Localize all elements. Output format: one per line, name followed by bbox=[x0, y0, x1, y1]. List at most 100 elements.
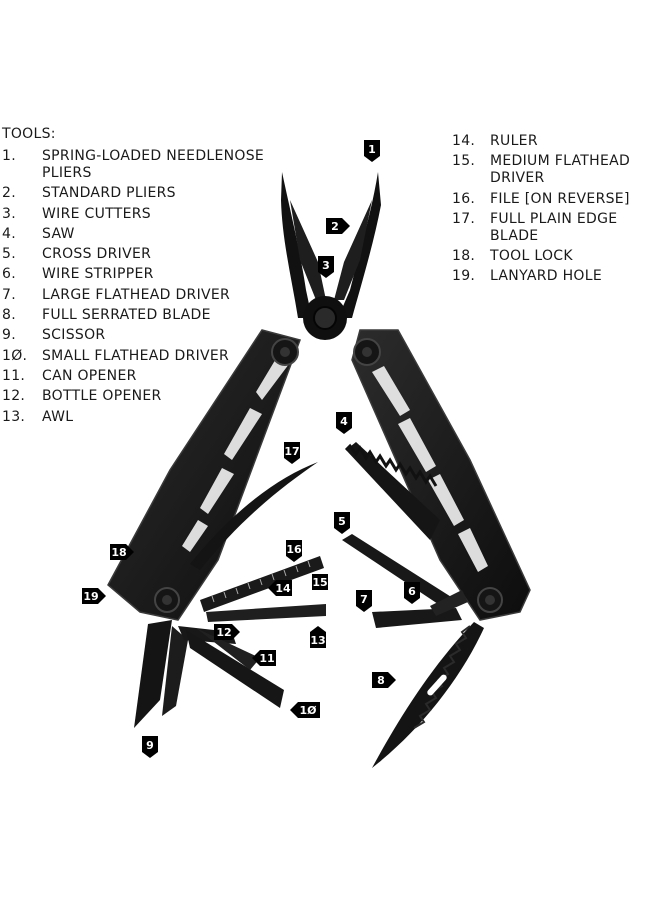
tool-item: 13.AWL bbox=[2, 409, 272, 426]
callout-label: 18 bbox=[111, 546, 126, 559]
callout-label: 1Ø bbox=[299, 704, 317, 717]
tool-number: 16. bbox=[452, 190, 476, 207]
callout-label: 9 bbox=[146, 739, 154, 752]
tool-number: 6. bbox=[2, 266, 16, 283]
tool-number: 15. bbox=[452, 153, 476, 170]
tool-number: 4. bbox=[2, 225, 16, 242]
tool-item: 16. FILE [ON REVERSE] bbox=[452, 191, 660, 208]
tool-number: 1. bbox=[2, 148, 16, 164]
tool-name: FULL PLAIN EDGE BLADE bbox=[490, 210, 618, 244]
callout-label: 7 bbox=[360, 593, 368, 606]
needlenose-pliers bbox=[281, 172, 381, 340]
tool-name: MEDIUM FLATHEAD DRIVER bbox=[490, 153, 631, 187]
tool-name: LARGE FLATHEAD DRIVER bbox=[42, 286, 231, 303]
tool-number: 5. bbox=[2, 246, 16, 263]
tool-number: 14. bbox=[452, 133, 476, 149]
tool-name: FULL SERRATED BLADE bbox=[42, 307, 211, 324]
callout-marker-16: 16 bbox=[286, 540, 302, 562]
callout-marker-17: 17 bbox=[284, 442, 300, 464]
callout-label: 2 bbox=[331, 220, 339, 233]
callout-marker-15: 15 bbox=[312, 574, 328, 590]
callout-marker-2: 2 bbox=[326, 218, 350, 234]
callout-label: 4 bbox=[340, 415, 348, 428]
callout-marker-10: 1Ø bbox=[290, 702, 320, 718]
saw-blade bbox=[344, 442, 440, 540]
callout-marker-18: 18 bbox=[110, 544, 134, 560]
callout-marker-3: 3 bbox=[318, 256, 334, 278]
callout-marker-6: 6 bbox=[404, 582, 420, 604]
tool-item: 14. RULER bbox=[452, 133, 660, 150]
tool-item: 7. LARGE FLATHEAD DRIVER bbox=[2, 287, 272, 304]
tool-item: 18. TOOL LOCK bbox=[452, 248, 660, 265]
tool-name: WIRE CUTTERS bbox=[42, 205, 151, 222]
tool-name: SCISSOR bbox=[42, 327, 106, 344]
tool-number: 3. bbox=[2, 205, 16, 222]
tool-name: CAN OPENER bbox=[42, 367, 137, 384]
tool-number: 1Ø. bbox=[2, 347, 28, 364]
tool-item: 1Ø. SMALL FLATHEAD DRIVER bbox=[2, 348, 272, 365]
tool-number: 18. bbox=[452, 248, 476, 265]
tool-name: FILE [ON REVERSE] bbox=[490, 190, 630, 207]
tool-number: 12. bbox=[2, 388, 26, 405]
callout-marker-13: 13 bbox=[310, 626, 326, 648]
callout-marker-8: 8 bbox=[372, 672, 396, 688]
tool-item: 5. CROSS DRIVER bbox=[2, 246, 272, 263]
serrated-blade bbox=[372, 622, 484, 768]
callout-label: 6 bbox=[408, 585, 416, 598]
tool-number: 2. bbox=[2, 185, 16, 202]
callout-label: 13 bbox=[310, 634, 325, 647]
callout-label: 11 bbox=[259, 652, 274, 665]
tool-name: CROSS DRIVER bbox=[42, 246, 152, 263]
callout-marker-11: 11 bbox=[252, 650, 276, 666]
tool-name: STANDARD PLIERS bbox=[42, 185, 176, 202]
tool-item: 3. WIRE CUTTERS bbox=[2, 206, 272, 223]
callout-label: 19 bbox=[83, 590, 98, 603]
callout-marker-4: 4 bbox=[336, 412, 352, 434]
tool-item: 12. BOTTLE OPENER bbox=[2, 388, 272, 405]
callout-marker-5: 5 bbox=[334, 512, 350, 534]
tool-number: 7. bbox=[2, 286, 16, 303]
right-handle bbox=[351, 329, 531, 621]
callout-marker-19: 19 bbox=[82, 588, 106, 604]
tool-name: SAW bbox=[42, 225, 75, 242]
tool-name: WIRE STRIPPER bbox=[42, 266, 154, 283]
callout-label: 14 bbox=[275, 582, 291, 595]
callout-label: 1 bbox=[368, 143, 376, 156]
left-handle bbox=[107, 329, 301, 621]
tool-list-left: 1. SPRING-LOADED NEEDLENOSE PLIERS 2. STAN… bbox=[2, 148, 272, 429]
plain-edge-blade bbox=[190, 462, 318, 570]
tool-name: LANYARD HOLE bbox=[490, 268, 602, 285]
tool-number: 11. bbox=[2, 367, 26, 384]
tool-item: 6. WIRE STRIPPER bbox=[2, 266, 272, 283]
callout-marker-12: 12 bbox=[214, 624, 240, 640]
callout-marker-9: 9 bbox=[142, 736, 158, 758]
callout-label: 8 bbox=[377, 674, 385, 687]
tool-number: 19. bbox=[452, 268, 476, 285]
tool-item: 11. CAN OPENER bbox=[2, 368, 272, 385]
tool-item: 1. SPRING-LOADED NEEDLENOSE PLIERS bbox=[2, 148, 272, 182]
callout-label: 5 bbox=[338, 515, 346, 528]
tool-number: 9. bbox=[2, 327, 16, 344]
scissors-and-small-tools bbox=[134, 620, 284, 728]
right-drivers bbox=[342, 534, 468, 628]
tool-list-right: 14. RULER 15. MEDIUM FLATHEAD DRIVER 16. FI… bbox=[452, 133, 660, 289]
tool-item: 17. FULL PLAIN EDGE BLADE bbox=[452, 211, 660, 245]
tool-number: 17. bbox=[452, 210, 476, 227]
tool-name: TOOL LOCK bbox=[490, 248, 573, 265]
callout-marker-14: 14 bbox=[268, 580, 292, 596]
ruler-file bbox=[200, 556, 326, 622]
tool-name: SMALL FLATHEAD DRIVER bbox=[42, 347, 230, 364]
tool-item: 9. SCISSOR bbox=[2, 327, 272, 344]
tool-name: BOTTLE OPENER bbox=[42, 388, 162, 405]
tool-item: 2. STANDARD PLIERS bbox=[2, 185, 272, 202]
callout-label: 12 bbox=[216, 626, 231, 639]
tool-name: RULER bbox=[490, 133, 538, 149]
tool-item: 15. MEDIUM FLATHEAD DRIVER bbox=[452, 153, 660, 187]
callout-label: 3 bbox=[322, 259, 330, 272]
callout-label: 15 bbox=[312, 576, 327, 589]
callout-marker-1: 1 bbox=[364, 140, 380, 162]
callout-label: 16 bbox=[286, 543, 302, 556]
tools-heading: TOOLS: bbox=[2, 126, 56, 142]
tool-item: 4. SAW bbox=[2, 226, 272, 243]
tool-name: SPRING-LOADED NEEDLENOSE PLIERS bbox=[42, 148, 265, 181]
